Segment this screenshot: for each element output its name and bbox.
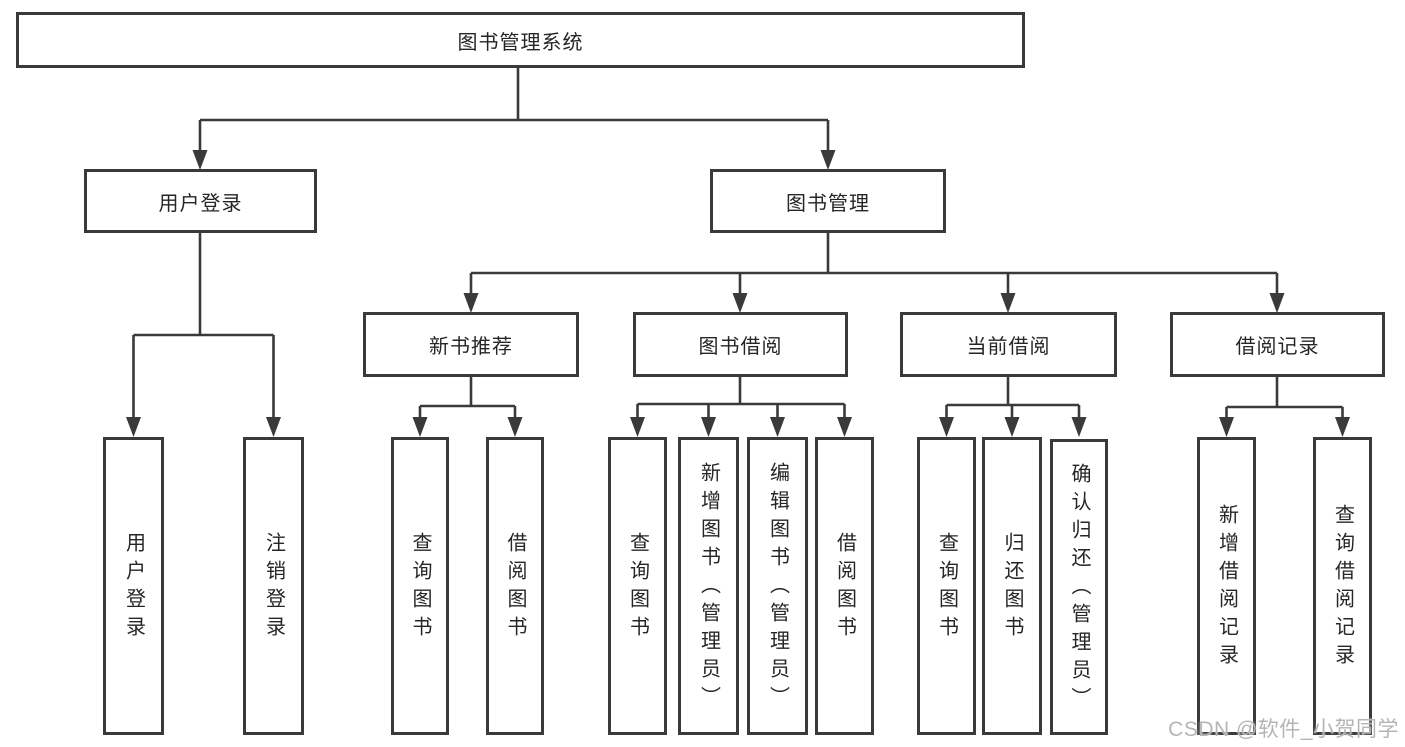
leaf-current-query-books: 查询图书 (917, 437, 976, 735)
node-user-login-group: 用户登录 (84, 169, 317, 233)
node-book-management: 图书管理 (710, 169, 946, 233)
node-new-book-recommend: 新书推荐 (363, 312, 579, 377)
leaf-query-borrow-record: 查询借阅记录 (1313, 437, 1372, 735)
node-library-management-system: 图书管理系统 (16, 12, 1025, 68)
leaf-add-borrow-record: 新增借阅记录 (1197, 437, 1256, 735)
csdn-watermark: CSDN @软件_小贺同学 (1168, 718, 1399, 741)
leaf-borrow-books: 借阅图书 (815, 437, 874, 735)
leaf-edit-books-admin: 编辑图书（管理员） (747, 437, 808, 735)
leaf-borrow-query-books: 查询图书 (608, 437, 667, 735)
leaf-recommend-query-books: 查询图书 (391, 437, 449, 735)
leaf-confirm-return-admin: 确认归还（管理员） (1050, 439, 1108, 735)
leaf-return-books: 归还图书 (982, 437, 1042, 735)
node-book-borrow: 图书借阅 (633, 312, 848, 377)
node-borrow-record: 借阅记录 (1170, 312, 1385, 377)
node-current-borrow: 当前借阅 (900, 312, 1117, 377)
leaf-recommend-borrow-books: 借阅图书 (486, 437, 544, 735)
leaf-add-books-admin: 新增图书（管理员） (678, 437, 739, 735)
leaf-user-login: 用户登录 (103, 437, 164, 735)
leaf-logout: 注销登录 (243, 437, 304, 735)
